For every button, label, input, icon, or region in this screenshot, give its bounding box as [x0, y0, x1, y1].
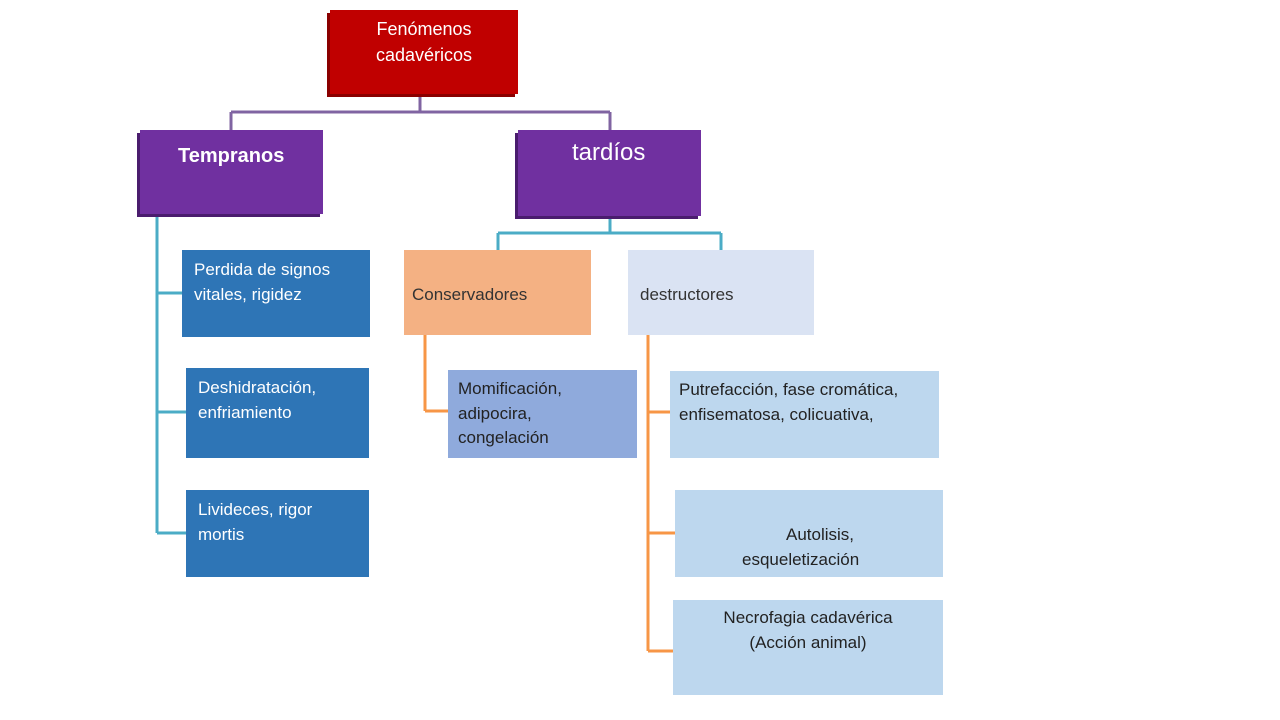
- root-label-line-1: Fenómenos: [376, 19, 472, 39]
- putrefaccion-line-2: enfisematosa, colicuativa,: [679, 404, 874, 424]
- tardios-label: tardíos: [572, 139, 646, 166]
- node-putrefaccion: Putrefacción, fase cromática, enfisemato…: [670, 371, 939, 458]
- node-tempranos: Tempranos: [140, 130, 323, 214]
- perdida-line-2: vitales, rigidez: [194, 284, 302, 304]
- momificacion-line-1: Momificación,: [458, 379, 562, 398]
- autolisis-line-1: Autolisis,: [786, 525, 855, 544]
- node-destructores: destructores: [628, 250, 814, 335]
- necrofagia-line-2: (Acción animal): [749, 632, 867, 652]
- node-conservadores: Conservadores: [404, 250, 591, 335]
- tempranos-label: Tempranos: [178, 145, 285, 167]
- destructores-label: destructores: [640, 285, 734, 304]
- deshidratacion-line-1: Deshidratación,: [198, 378, 317, 397]
- autolisis-line-2: esqueletización: [742, 549, 860, 569]
- node-autolisis: Autolisis, esqueletización: [675, 490, 943, 577]
- necrofagia-line-1: Necrofagia cadavérica: [723, 608, 893, 627]
- perdida-line-1: Perdida de signos: [194, 260, 331, 279]
- node-momificacion: Momificación, adipocira, congelación: [448, 370, 637, 458]
- root-label-line-2: cadavéricos: [375, 45, 473, 66]
- node-tardios: tardíos: [518, 130, 701, 216]
- deshidratacion-line-2: enfriamiento: [198, 402, 292, 422]
- livideces-line-2: mortis: [198, 524, 245, 544]
- node-perdida-signos-vitales: Perdida de signos vitales, rigidez: [182, 250, 370, 337]
- node-livideces: Livideces, rigor mortis: [186, 490, 369, 577]
- momificacion-line-2: adipocira,: [458, 403, 532, 423]
- putrefaccion-line-1: Putrefacción, fase cromática,: [679, 380, 899, 399]
- root-node-fenomenos-cadavericos: Fenómenos cadavéricos: [330, 10, 518, 94]
- node-necrofagia: Necrofagia cadavérica (Acción animal): [673, 600, 943, 695]
- conservadores-label: Conservadores: [412, 285, 528, 304]
- momificacion-line-3: congelación: [458, 428, 549, 448]
- livideces-line-1: Livideces, rigor: [198, 500, 313, 519]
- node-deshidratacion: Deshidratación, enfriamiento: [186, 368, 369, 458]
